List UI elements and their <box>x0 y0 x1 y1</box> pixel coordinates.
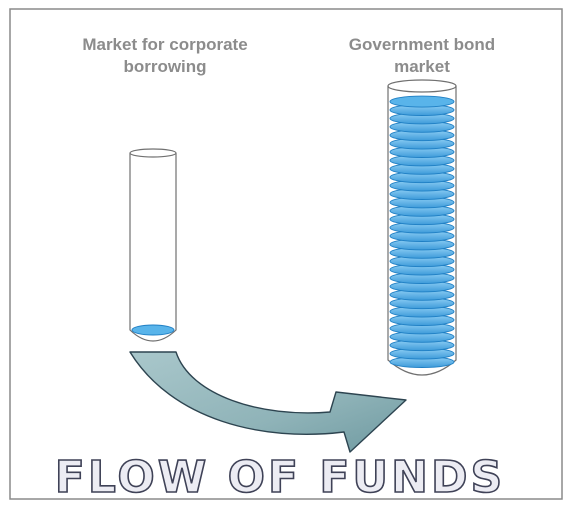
right-liquid-disc <box>389 95 455 108</box>
left-liquid-disc <box>131 324 175 336</box>
right-cylinder-label-line2: market <box>394 57 450 76</box>
flow-of-funds-title: FLOW OF FUNDS <box>55 452 505 503</box>
right-cylinder-label-line1: Government bond <box>349 35 495 54</box>
left-cylinder <box>129 148 177 342</box>
right-cylinder-liquid <box>389 95 455 368</box>
flow-arrow <box>129 351 407 453</box>
outer-frame <box>9 8 563 500</box>
left-cylinder-tube <box>129 153 177 342</box>
left-cylinder-liquid <box>131 324 175 336</box>
left-cylinder-label-line1: Market for corporate <box>82 35 247 54</box>
left-cylinder-rim <box>129 148 177 158</box>
left-cylinder-label-line2: borrowing <box>123 57 206 76</box>
right-cylinder <box>387 79 457 376</box>
right-cylinder-rim <box>387 79 457 93</box>
